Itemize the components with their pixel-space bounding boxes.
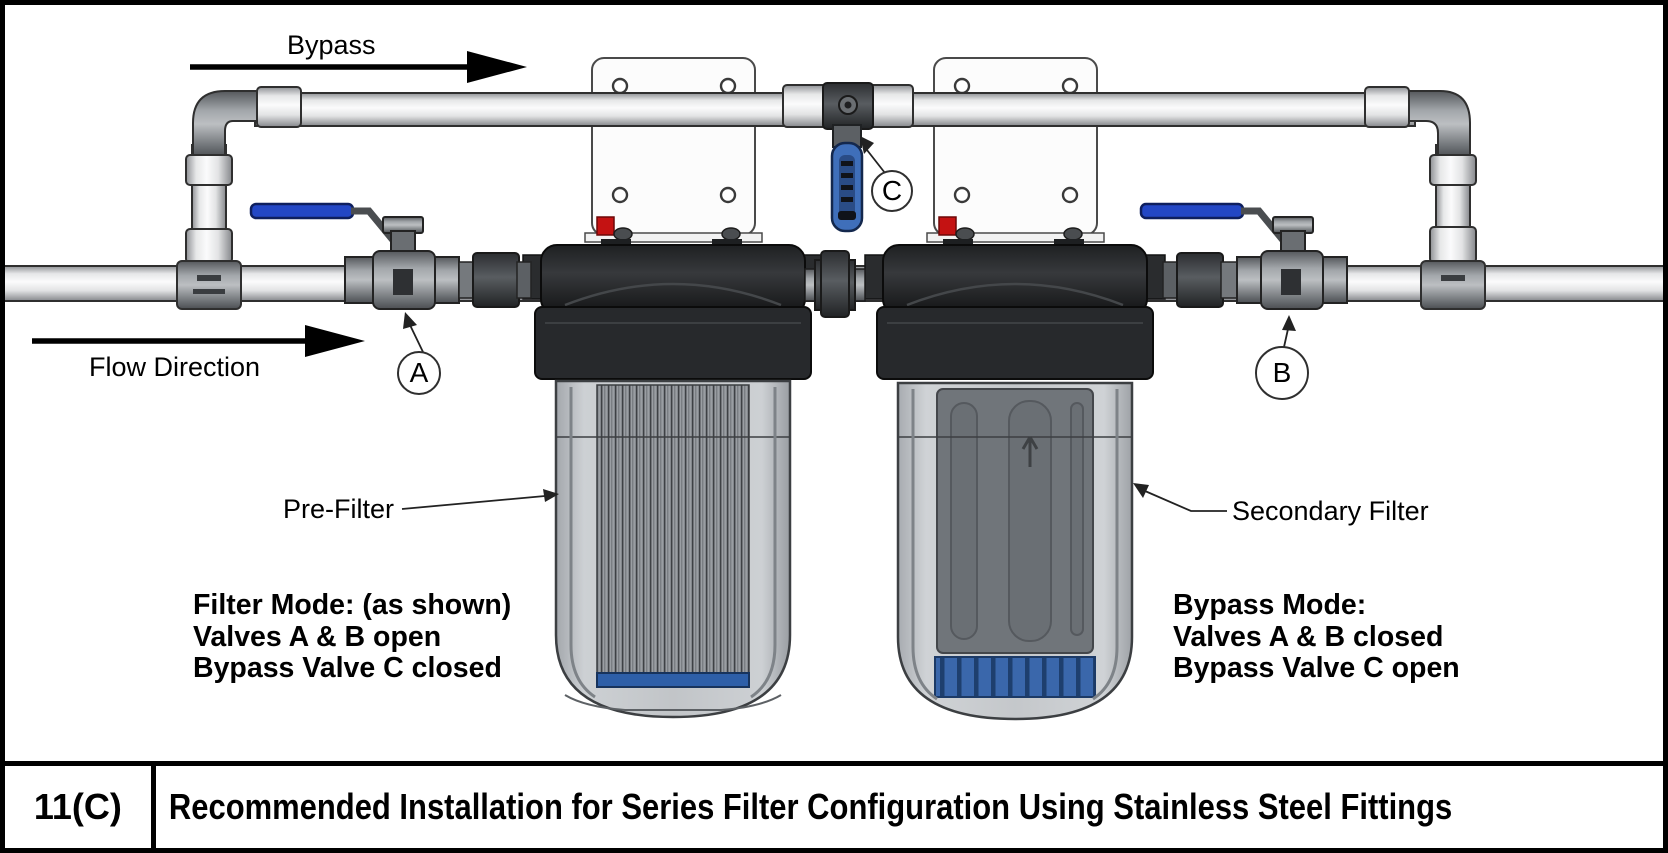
valve-c-callout: C (871, 170, 913, 212)
filter-mode-line: Bypass Valve C closed (193, 652, 502, 684)
bypass-mode-text: Bypass Mode: Valves A & B closed Bypass … (1173, 589, 1460, 685)
valve-b-callout: B (1255, 346, 1309, 400)
piping-diagram: Bypass Flow Direction Pre-Filter Seconda… (5, 5, 1663, 761)
bypass-mode-line: Valves A & B closed (1173, 620, 1444, 653)
bypass-label: Bypass (287, 30, 376, 60)
inlet-valve-a (249, 202, 532, 310)
bypass-mode-line: Bypass Valve C open (1173, 652, 1460, 684)
filter-mode-line: Filter Mode: (as shown) (193, 589, 512, 621)
leader-pre-filter (401, 489, 559, 510)
bypass-flow-arrow (190, 51, 527, 83)
valve-a-handle (249, 202, 355, 220)
bypass-valve-c (782, 82, 914, 233)
relief-button-right (938, 216, 1083, 241)
relief-button-left (596, 216, 741, 241)
leader-secondary-filter (1133, 483, 1227, 512)
mounting-bracket-right (926, 57, 1105, 243)
leader-valve-b (1282, 315, 1296, 348)
outlet-valve-b (1139, 202, 1348, 310)
piping-artwork (5, 51, 1663, 721)
leader-valve-c (860, 136, 886, 174)
pre-filter-label: Pre-Filter (283, 494, 395, 524)
filter-mode-text: Filter Mode: (as shown) Valves A & B ope… (193, 589, 512, 685)
pre-filter-head (522, 239, 824, 380)
figure-id: 11(C) (5, 766, 156, 848)
flow-direction-arrow (32, 325, 365, 357)
bypass-mode-line: Bypass Mode: (1173, 589, 1367, 621)
secondary-filter-label: Secondary Filter (1232, 496, 1429, 526)
valve-b-letter: B (1272, 357, 1292, 388)
valve-b-handle (1139, 202, 1245, 220)
flow-direction-label: Flow Direction (89, 352, 261, 382)
valve-a-callout: A (397, 351, 441, 395)
mounting-bracket-left (584, 57, 763, 243)
right-riser (1364, 86, 1486, 310)
leader-valve-a (403, 312, 424, 353)
valve-c-letter: C (881, 175, 903, 206)
figure-caption: Recommended Installation for Series Filt… (168, 786, 1452, 827)
left-riser (176, 86, 302, 310)
caption-bar: 11(C) Recommended Installation for Serie… (5, 761, 1663, 848)
filter-mode-line: Valves A & B open (193, 620, 442, 653)
valve-a-letter: A (409, 357, 429, 388)
pre-filter-bowl (554, 379, 792, 719)
secondary-filter-head (864, 239, 1166, 380)
center-union (804, 250, 866, 318)
secondary-filter-bowl (896, 381, 1134, 721)
